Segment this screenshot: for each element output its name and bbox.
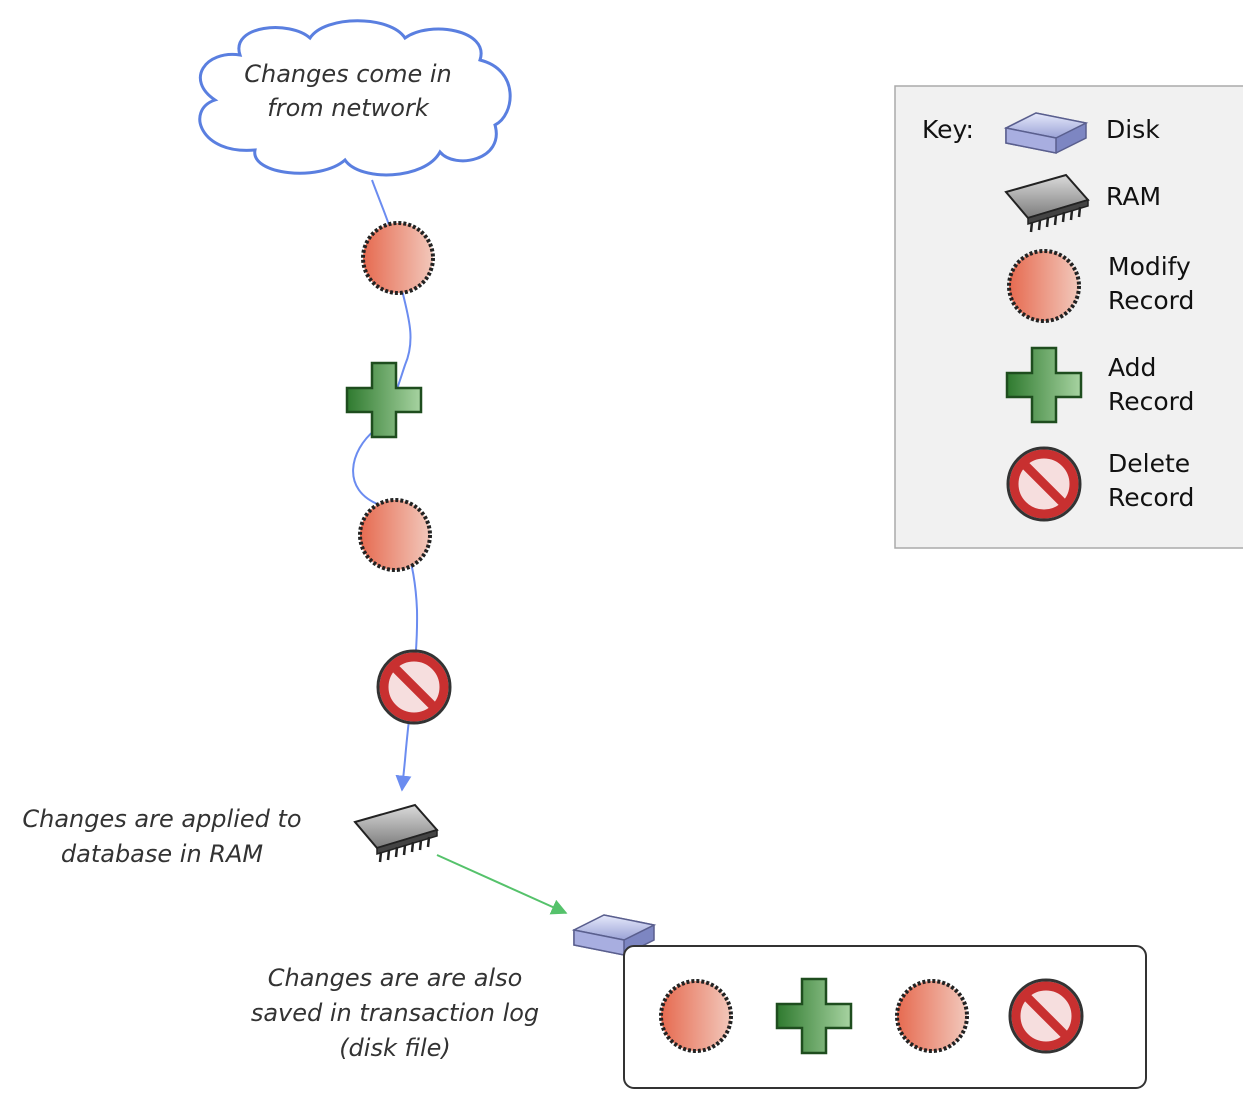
- legend-add-label-1: Add: [1108, 353, 1156, 382]
- legend-modify-label-2: Record: [1108, 286, 1194, 315]
- log-caption-line-1: Changes are are also: [268, 964, 523, 992]
- ram-icon: [353, 803, 439, 864]
- cloud-text-line-1: Changes come in: [244, 60, 452, 88]
- ram-caption-line-2: database in RAM: [61, 840, 264, 868]
- flow-add-record: [345, 361, 423, 439]
- legend: Key: Disk RAM Modify Record Add Record D…: [894, 85, 1243, 549]
- legend-modify-record-icon: [1007, 249, 1081, 323]
- log-caption-line-3: (disk file): [339, 1034, 451, 1062]
- legend-delete-label-2: Record: [1108, 483, 1194, 512]
- legend-modify-label-1: Modify: [1108, 252, 1191, 281]
- legend-title: Key:: [922, 115, 974, 144]
- transaction-log-box: [623, 945, 1147, 1089]
- legend-add-label-2: Record: [1108, 387, 1194, 416]
- ram-caption-line-1: Changes are applied to: [22, 805, 301, 833]
- legend-ram-label: RAM: [1106, 182, 1161, 211]
- cloud-text-line-2: from network: [267, 94, 430, 122]
- flow-delete-record: [378, 651, 450, 723]
- ram-to-disk-arrow: [436, 854, 568, 915]
- log-delete-record: [1010, 980, 1082, 1052]
- log-caption-line-2: saved in transaction log: [251, 999, 539, 1027]
- flow-modify-record-1: [361, 221, 435, 295]
- legend-disk-label: Disk: [1106, 115, 1160, 144]
- log-modify-record-2: [895, 979, 969, 1053]
- log-modify-record-1: [659, 979, 733, 1053]
- legend-delete-record-icon: [1008, 448, 1080, 520]
- flow-modify-record-2: [358, 498, 432, 572]
- network-cloud: Changes come in from network: [198, 19, 512, 177]
- legend-delete-label-1: Delete: [1108, 449, 1190, 478]
